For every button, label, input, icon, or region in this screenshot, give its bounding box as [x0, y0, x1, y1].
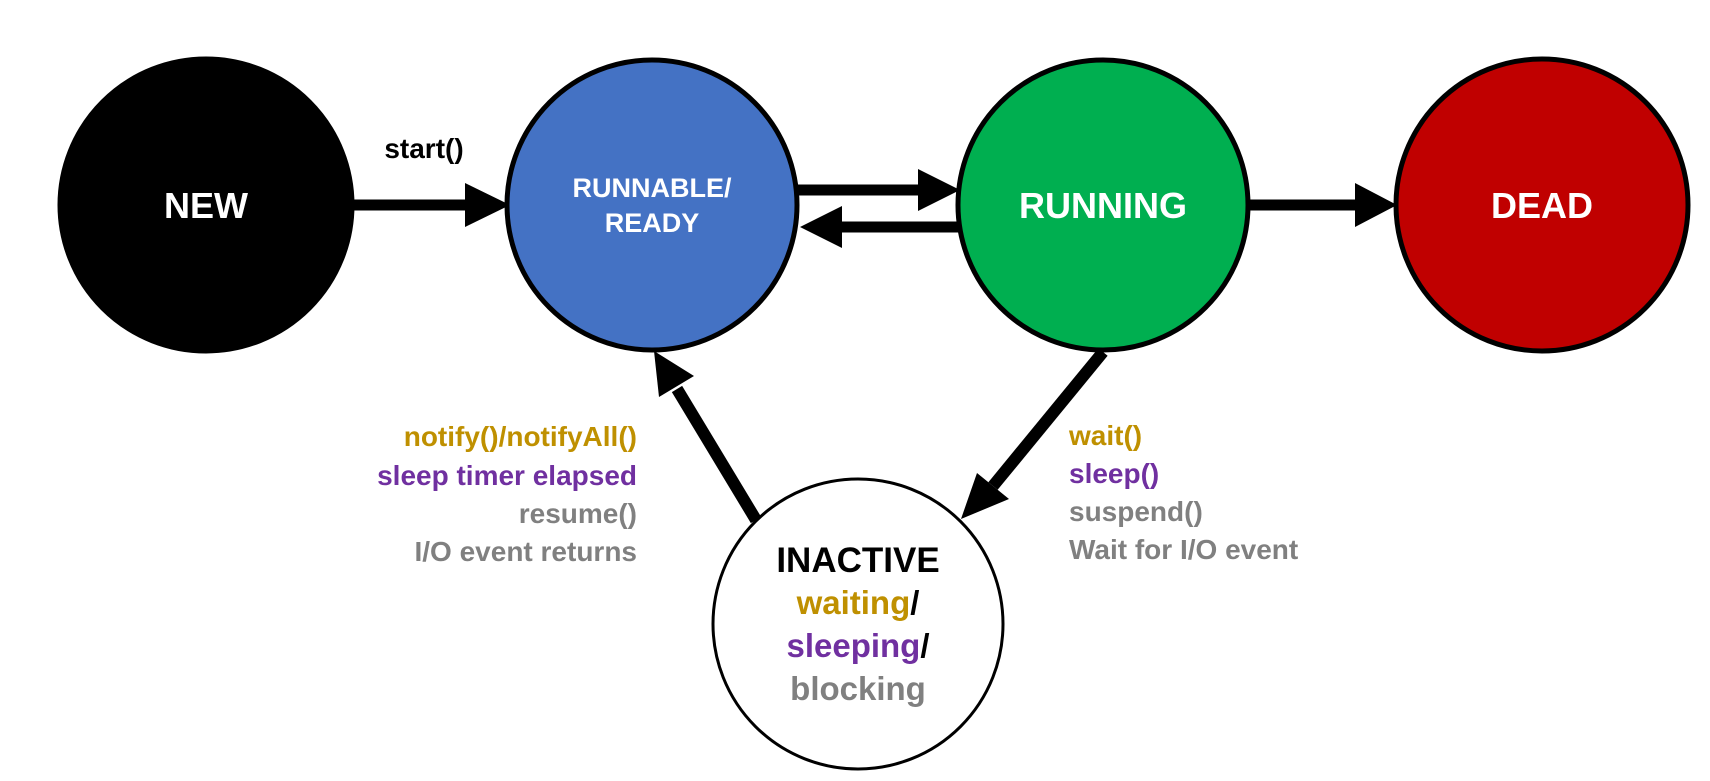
- to-runnable-labels: notify()/notifyAll() sleep timer elapsed…: [377, 421, 637, 567]
- to-inactive-labels: wait() sleep() suspend() Wait for I/O ev…: [1068, 420, 1298, 565]
- label-sleep-timer-elapsed: sleep timer elapsed: [377, 460, 637, 491]
- arrow-inactive-to-runnable: [654, 351, 762, 524]
- state-runnable-circle: [504, 57, 800, 353]
- label-notify: notify()/notifyAll(): [404, 421, 637, 452]
- state-inactive-waiting-line: waiting/: [796, 584, 920, 621]
- state-inactive-slash-2: /: [920, 627, 929, 664]
- label-suspend: suspend(): [1069, 496, 1203, 527]
- state-inactive-sleeping: sleeping: [786, 627, 920, 664]
- state-new-label: NEW: [164, 185, 248, 226]
- state-running: RUNNING: [955, 57, 1251, 353]
- label-sleep: sleep(): [1069, 458, 1159, 489]
- arrow-new-to-runnable: [350, 183, 510, 227]
- arrow-runnable-to-running: [790, 169, 960, 211]
- arrow-running-to-inactive: [961, 348, 1108, 519]
- state-runnable: RUNNABLE/ READY: [504, 57, 800, 353]
- state-new: NEW: [57, 56, 355, 354]
- state-inactive-slash-1: /: [910, 584, 919, 621]
- state-inactive-waiting: waiting: [796, 584, 911, 621]
- arrow-running-to-runnable: [800, 206, 960, 248]
- state-dead-label: DEAD: [1491, 185, 1593, 226]
- label-io-event-returns: I/O event returns: [414, 536, 637, 567]
- transition-label-start: start(): [384, 133, 463, 164]
- state-runnable-label-line2: READY: [605, 208, 700, 238]
- transition-arrows: [350, 169, 1397, 524]
- label-wait-for-io: Wait for I/O event: [1069, 534, 1298, 565]
- state-running-label: RUNNING: [1019, 185, 1187, 226]
- state-inactive-circle: [711, 477, 1005, 771]
- label-resume: resume(): [519, 498, 637, 529]
- state-running-circle: [955, 57, 1251, 353]
- state-inactive-title: INACTIVE: [776, 541, 939, 580]
- label-wait: wait(): [1068, 420, 1142, 451]
- state-inactive: INACTIVE waiting/ sleeping/ blocking: [711, 477, 1005, 771]
- state-inactive-sleeping-line: sleeping/: [786, 627, 929, 664]
- state-dead: DEAD: [1393, 56, 1691, 354]
- state-new-circle: [57, 56, 355, 354]
- state-dead-circle: [1393, 56, 1691, 354]
- state-inactive-blocking: blocking: [790, 670, 926, 707]
- state-runnable-label-line1: RUNNABLE/: [573, 173, 732, 203]
- arrow-running-to-dead: [1248, 183, 1397, 227]
